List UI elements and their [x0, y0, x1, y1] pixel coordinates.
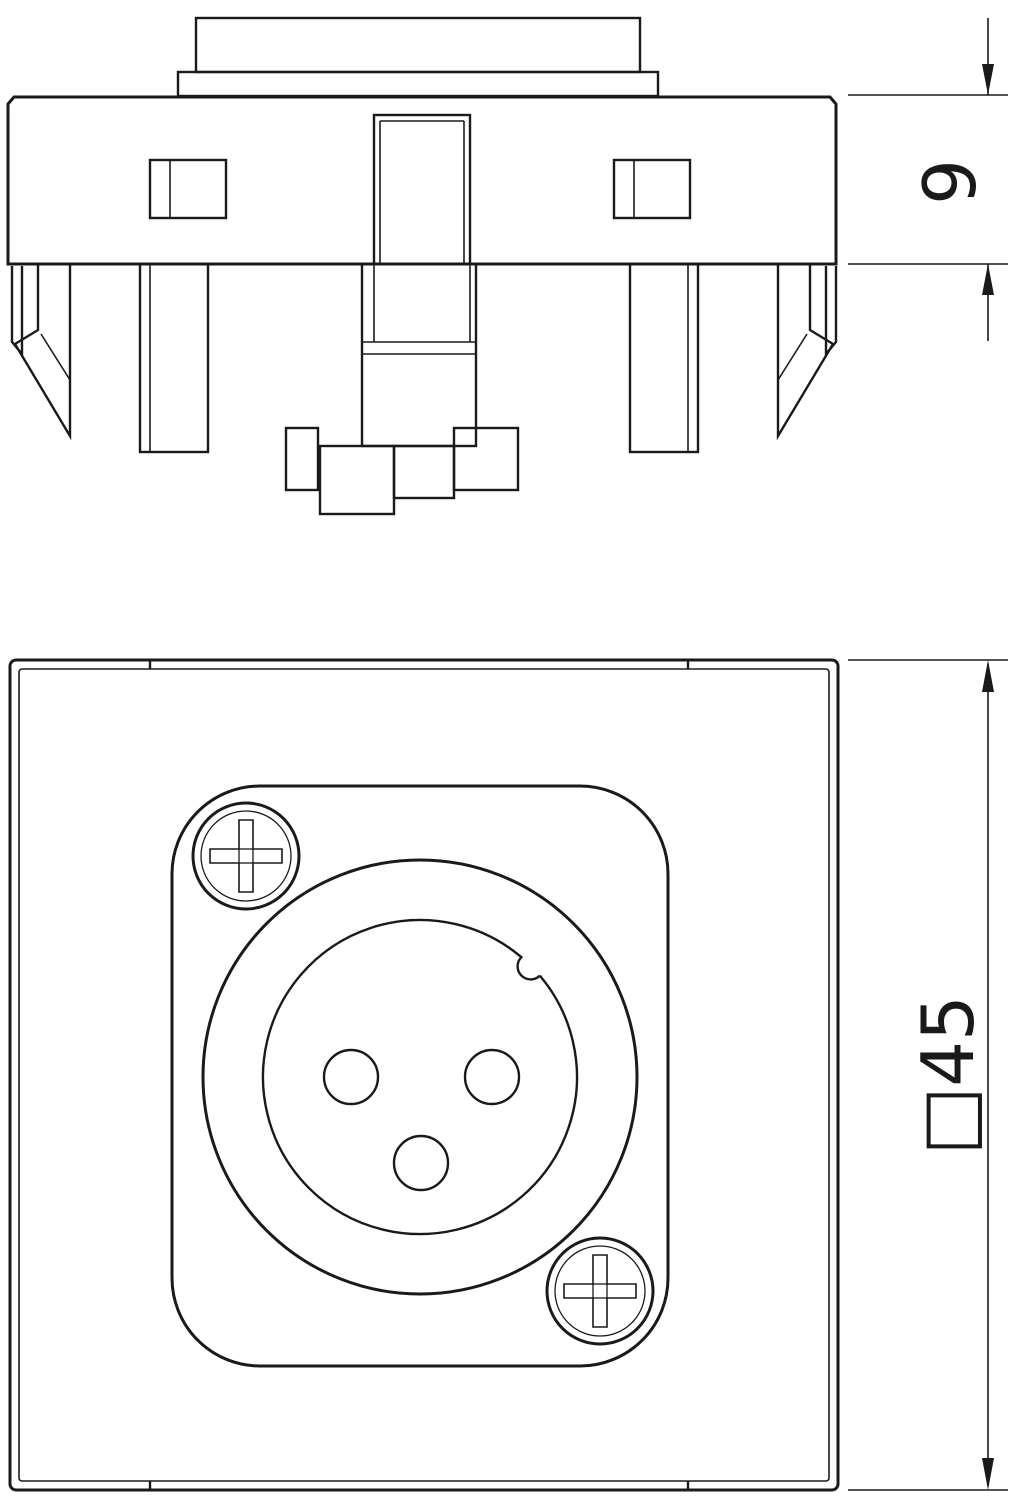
dimension-label-size: □45	[906, 995, 990, 1155]
dimension-arrow-down-icon	[982, 64, 994, 95]
rear-contact-right	[392, 444, 456, 500]
left-claw-detail	[40, 333, 71, 381]
center-stem	[360, 262, 478, 448]
phillips-cross-icon	[563, 1254, 637, 1328]
xlr-barrel-circle	[261, 918, 579, 1236]
rear-contact-far-right	[452, 426, 520, 492]
left-window	[148, 158, 228, 220]
xlr-pin-bottom	[392, 1134, 450, 1192]
drawing-root: 9	[6, 16, 1008, 1492]
screw-head-inner-ring	[554, 1245, 646, 1337]
faceplate-outline	[8, 658, 840, 1492]
dimension-arrow-up-icon	[982, 660, 994, 692]
phillips-center-square	[238, 848, 254, 864]
dimension-side-height: 9	[848, 18, 1008, 341]
dimension-front-size: □45	[848, 659, 1008, 1491]
rear-contact-left	[318, 444, 396, 516]
xlr-module-face	[170, 784, 670, 1368]
xlr-pin-left	[322, 1048, 380, 1106]
center-latch-inner	[379, 120, 465, 264]
right-window	[612, 158, 692, 220]
screw-head-circle	[545, 1236, 655, 1346]
dimension-arrow-down-icon	[982, 1458, 994, 1490]
xlr-flange-circle	[201, 858, 639, 1296]
top-mounting-block	[194, 16, 642, 74]
right-channel	[628, 262, 700, 454]
phillips-center-square	[592, 1283, 608, 1299]
extension-lines-size	[848, 659, 1008, 1491]
phillips-cross-icon	[209, 819, 283, 893]
screw-head-inner-ring	[200, 810, 292, 902]
xlr-pin-right	[463, 1048, 521, 1106]
body-outline	[6, 95, 838, 266]
left-channel	[138, 262, 210, 454]
screw-bottom-right	[545, 1236, 655, 1346]
right-claw	[776, 262, 835, 441]
right-claw-detail	[777, 333, 808, 381]
screw-top-left	[191, 801, 301, 911]
top-mounting-flange	[176, 70, 660, 98]
center-stem-detail	[362, 264, 476, 355]
side-view	[6, 16, 838, 516]
rear-contact-far-left	[284, 426, 320, 492]
dimension-label-height: 9	[908, 159, 992, 205]
left-claw	[13, 262, 72, 441]
front-view	[8, 658, 840, 1492]
dimension-arrow-up-icon	[982, 264, 994, 295]
faceplate-edge-ticks	[148, 660, 690, 1490]
screw-head-circle	[191, 801, 301, 911]
extension-lines-height	[848, 94, 1008, 265]
center-latch	[372, 113, 472, 266]
rear-contacts	[284, 426, 520, 516]
faceplate-inner-border	[18, 668, 830, 1482]
